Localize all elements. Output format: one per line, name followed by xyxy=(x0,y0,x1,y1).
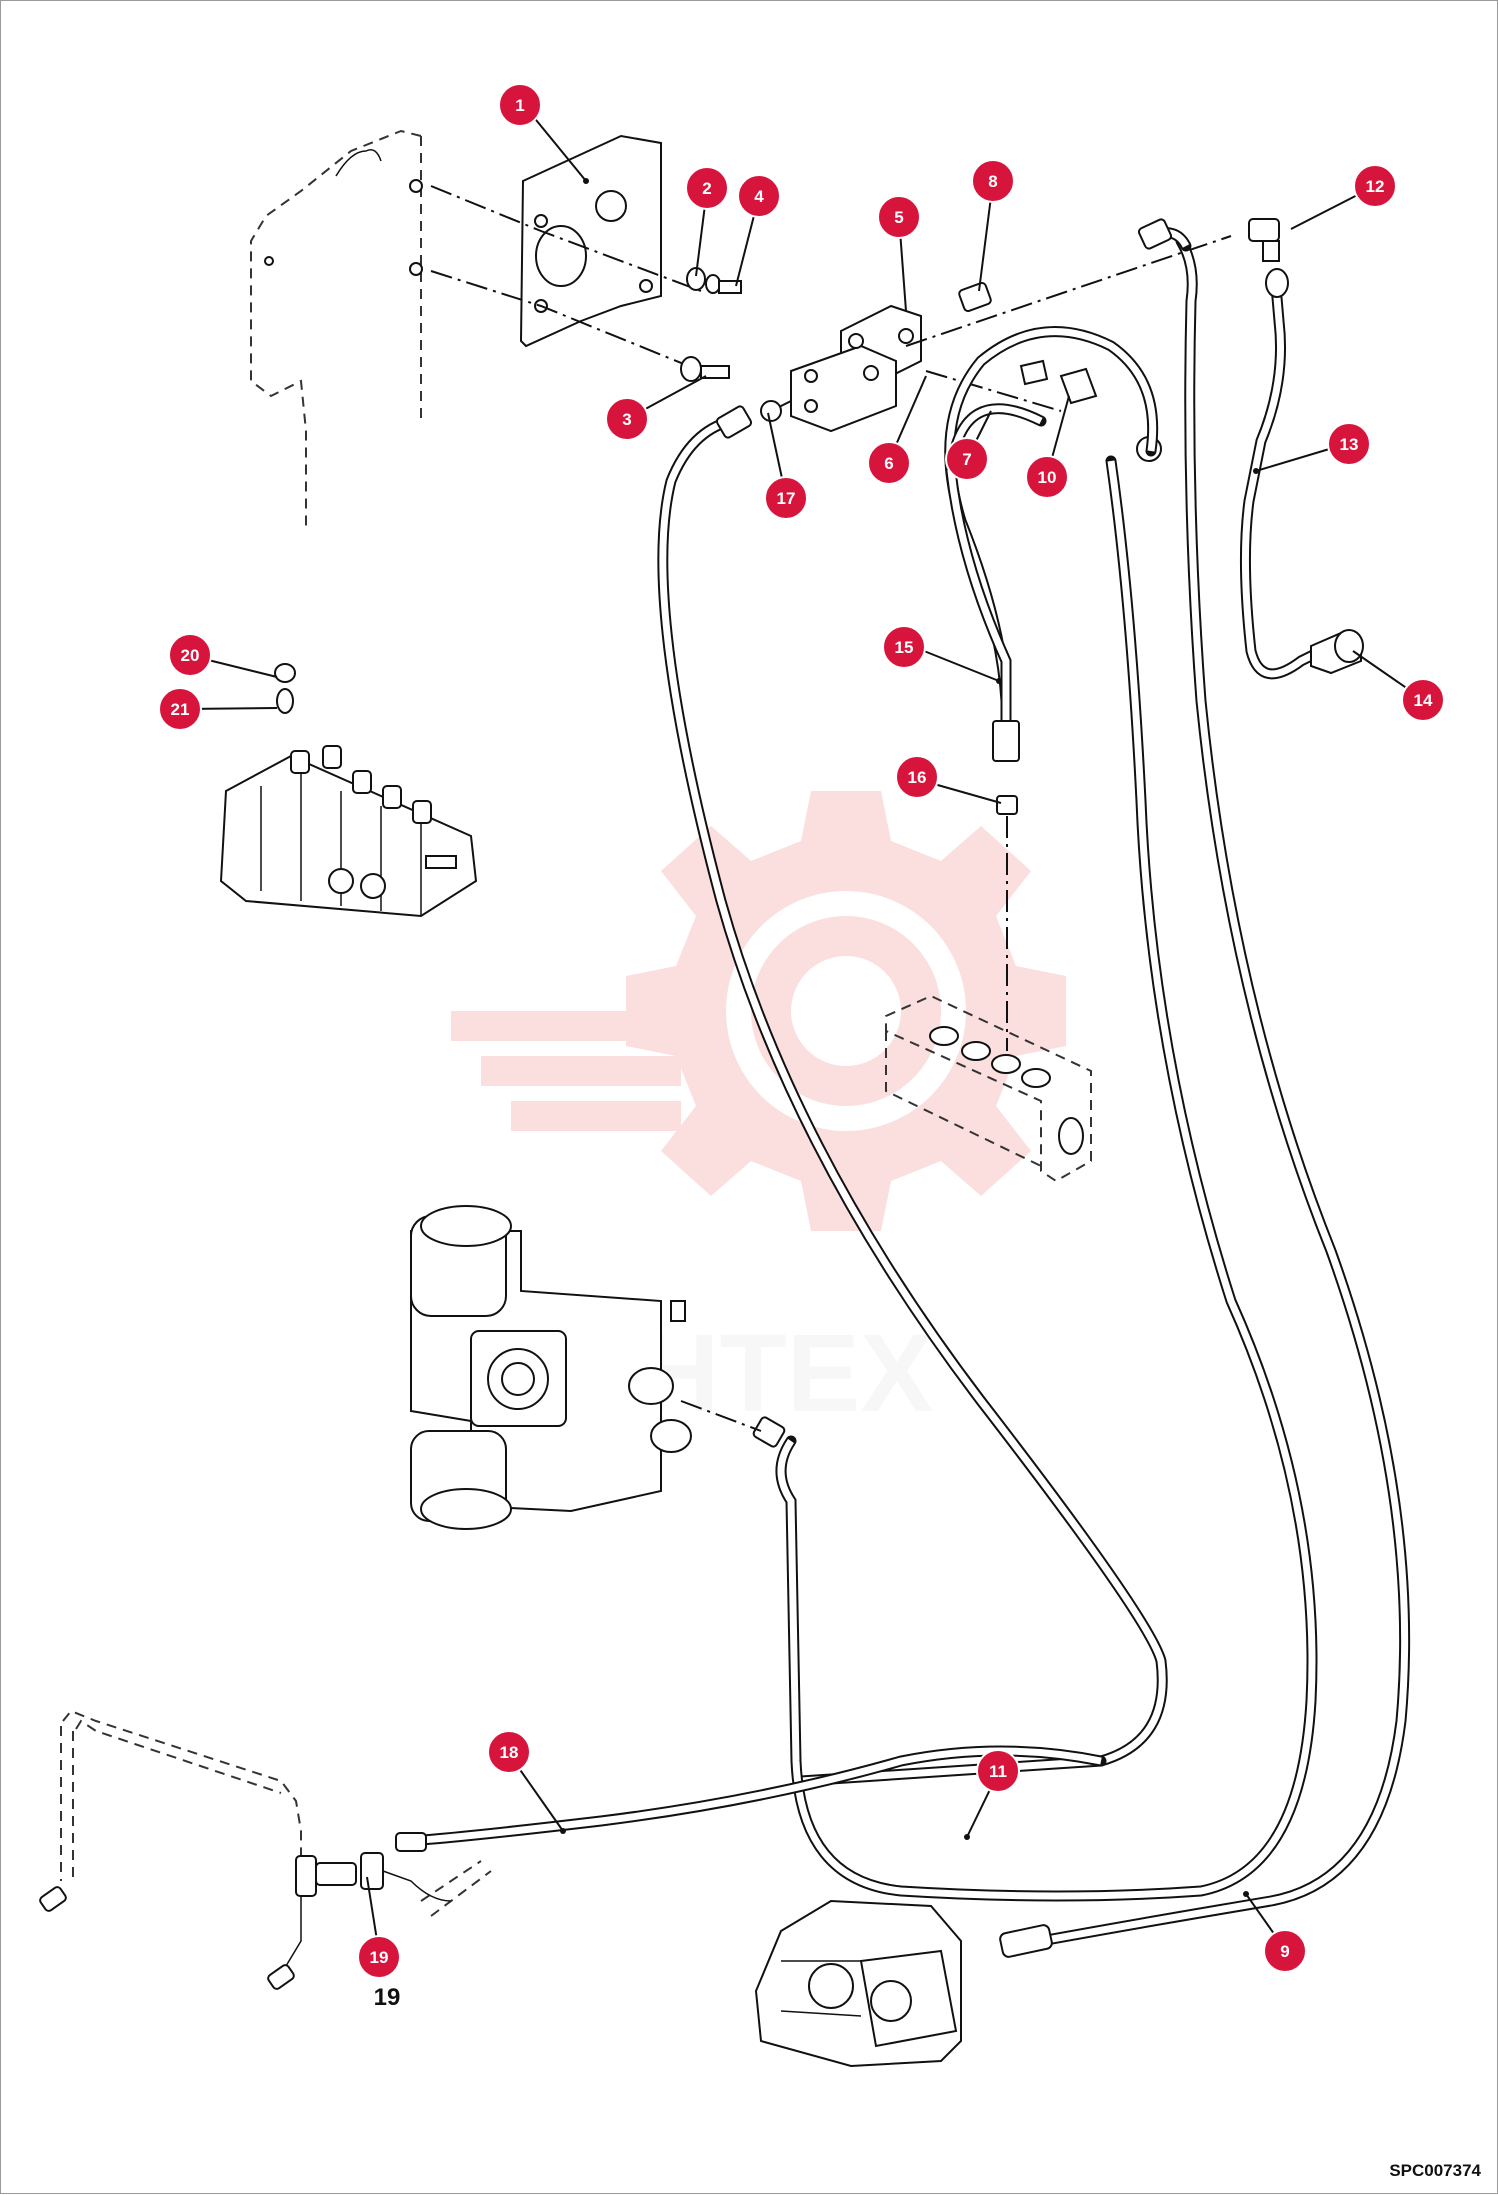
svg-text:9: 9 xyxy=(1280,1942,1289,1961)
callout-5: 5 xyxy=(877,195,921,239)
callout-7: 7 xyxy=(945,437,989,481)
fitting-17 xyxy=(760,400,782,422)
callout-13: 13 xyxy=(1327,422,1371,466)
ghost-return-line xyxy=(39,1709,492,1990)
svg-text:7: 7 xyxy=(962,450,971,469)
callout-19: 19 xyxy=(357,1935,401,1979)
callout-15: 15 xyxy=(882,625,926,669)
svg-text:10: 10 xyxy=(1038,468,1057,487)
fitting-8 xyxy=(958,282,992,312)
item-19-label: 19 xyxy=(374,1984,401,2011)
svg-text:1: 1 xyxy=(515,96,524,115)
fitting-7 xyxy=(1019,359,1049,386)
svg-text:16: 16 xyxy=(908,768,927,787)
hose-end-fittings xyxy=(395,218,1173,1958)
callout-8: 8 xyxy=(971,159,1015,203)
callout-4: 4 xyxy=(737,174,781,218)
svg-text:21: 21 xyxy=(171,700,190,719)
svg-text:5: 5 xyxy=(894,208,903,227)
callout-3: 3 xyxy=(605,397,649,441)
callout-6: 6 xyxy=(867,441,911,485)
callout-21: 21 xyxy=(158,687,202,731)
solenoid-valve xyxy=(410,1205,762,1530)
callout-20: 20 xyxy=(168,633,212,677)
callout-2: 2 xyxy=(685,166,729,210)
svg-text:12: 12 xyxy=(1366,177,1385,196)
callout-9: 9 xyxy=(1263,1929,1307,1973)
fitting-12 xyxy=(1248,218,1280,262)
tube-13 xyxy=(1239,268,1327,680)
svg-text:8: 8 xyxy=(988,172,997,191)
callout-10: 10 xyxy=(1025,455,1069,499)
svg-text:11: 11 xyxy=(989,1762,1007,1781)
svg-text:17: 17 xyxy=(777,489,796,508)
callout-18: 18 xyxy=(487,1730,531,1774)
mounting-plate xyxy=(430,134,702,372)
svg-text:19: 19 xyxy=(370,1948,389,1967)
drawing-code: SPC007374 xyxy=(1389,2161,1481,2180)
control-valve xyxy=(219,663,478,918)
svg-text:14: 14 xyxy=(1414,691,1433,710)
hydraulic-pump xyxy=(754,1899,962,2068)
callout-11: 11 xyxy=(976,1749,1020,1793)
priority-valve xyxy=(770,235,1232,433)
callout-14: 14 xyxy=(1401,678,1445,722)
callout-16: 16 xyxy=(895,755,939,799)
manifold-block xyxy=(885,994,1092,1183)
svg-text:4: 4 xyxy=(754,187,764,206)
svg-text:6: 6 xyxy=(884,454,893,473)
callout-17: 17 xyxy=(764,476,808,520)
callout-1: 1 xyxy=(498,83,542,127)
svg-text:18: 18 xyxy=(500,1743,519,1762)
svg-text:13: 13 xyxy=(1340,435,1359,454)
ghost-bracket xyxy=(250,129,423,531)
callout-12: 12 xyxy=(1353,164,1397,208)
svg-text:15: 15 xyxy=(895,638,914,657)
svg-text:2: 2 xyxy=(702,179,711,198)
svg-text:3: 3 xyxy=(622,410,631,429)
watermark-logo: ИНТЕХ xyxy=(451,791,1066,1435)
tee-fitting-19 xyxy=(295,1852,452,1902)
svg-text:20: 20 xyxy=(181,646,200,665)
washer-bolt-set xyxy=(680,267,742,382)
